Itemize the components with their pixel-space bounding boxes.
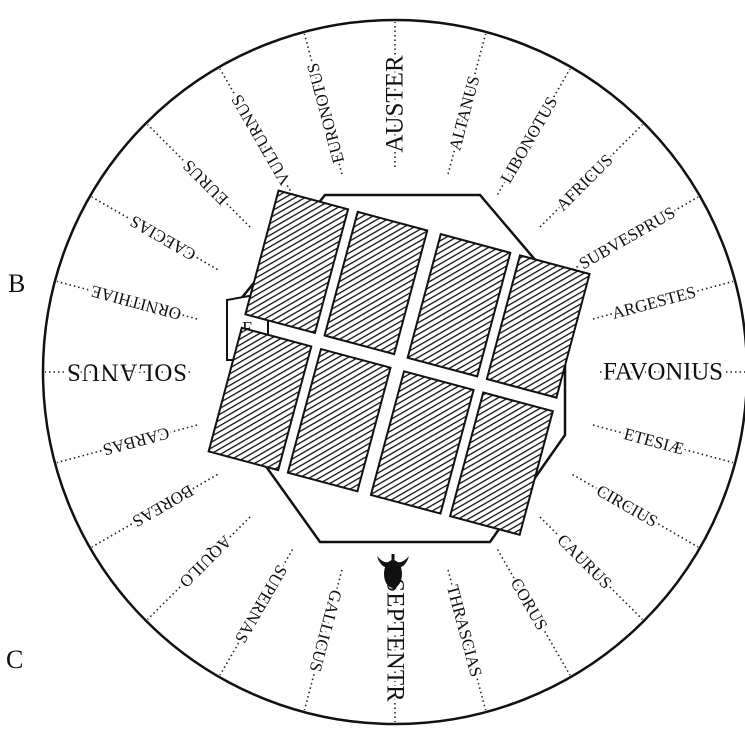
wind-label: ORNITHIAE [89,281,183,323]
wind-label: BOREAS [129,481,197,531]
wind-label: EURUS [179,156,232,209]
wind-label: CAURUS [553,530,615,592]
margin-letter-c: C [6,645,23,674]
wind-label: CIRCIUS [593,481,661,531]
wind-label: AUSTER [382,55,409,153]
wind-label: GALLICUS [306,588,346,674]
wind-label: CARBAS [101,423,172,459]
wind-label: CORUS [507,575,552,634]
wind-label: LIBONOTUS [497,93,562,186]
wind-label: SEPTENTR [382,578,409,702]
wind-label: THRASCIAS [443,583,486,679]
wind-label: AQUILO [176,532,236,592]
wind-label: ARGESTES [610,282,698,323]
wind-label: VULTURNUS [227,91,294,188]
wind-label: EURONOTUS [303,61,348,165]
margin-letter-b: B [8,269,25,298]
wind-label: SOLANUS [67,359,187,386]
wind-label: AFRICUS [552,150,616,214]
wind-label: CAECIAS [127,212,199,265]
wind-label: ETESIÆ [622,424,686,458]
wind-label: SUBVESPRUS [576,203,679,273]
wind-label: ALTANUS [445,74,483,153]
wind-label: FAVONIUS [603,359,723,386]
wind-label: SUPERNAS [231,562,291,647]
